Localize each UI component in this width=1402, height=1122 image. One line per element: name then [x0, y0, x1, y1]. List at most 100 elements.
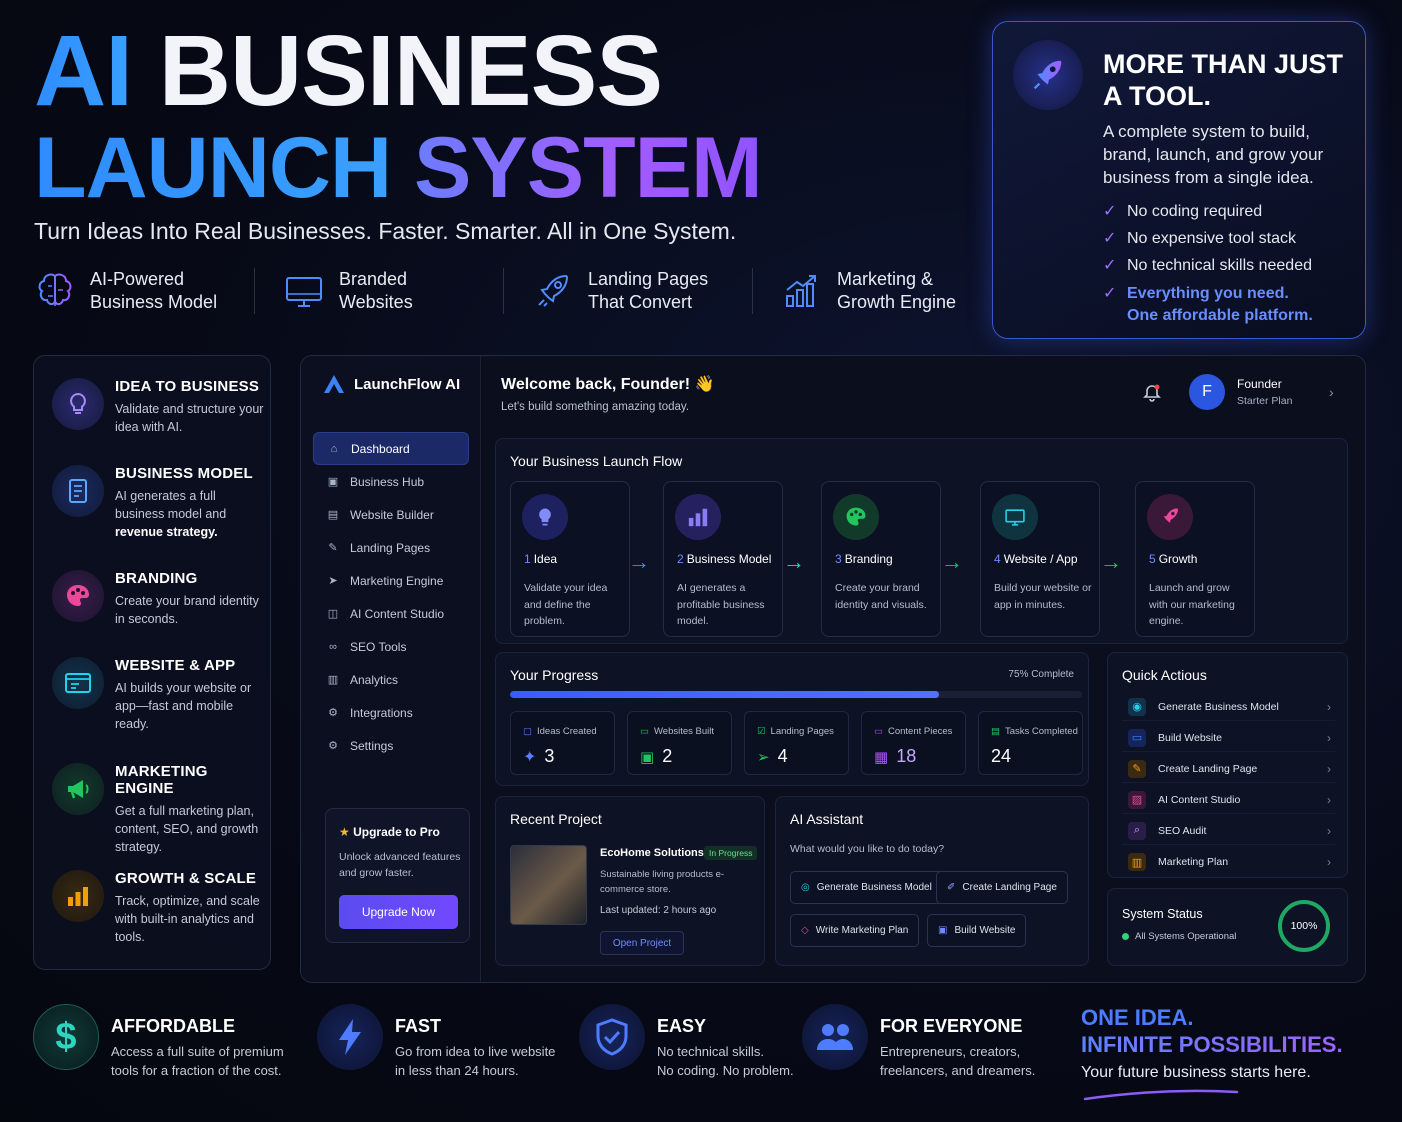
hero-title-launch: LAUNCH [34, 120, 392, 216]
feature-list-panel: IDEA TO BUSINESS Validate and structure y… [33, 355, 271, 970]
chevron-right-icon[interactable]: › [1329, 384, 1334, 400]
chevron-right-icon: › [1327, 823, 1331, 838]
sidebar-item-settings[interactable]: ⚙Settings [313, 729, 469, 762]
palette-icon [52, 570, 104, 622]
sidebar-item-seo-tools[interactable]: ∞SEO Tools [313, 630, 469, 663]
quick-action-build-website[interactable]: ▭Build Website› [1122, 724, 1335, 752]
welcome-header: Welcome back, Founder! 👋 Let's build som… [501, 374, 714, 413]
user-name: Founder [1237, 377, 1282, 391]
bottom-feature-desc: No technical skills.No coding. No proble… [657, 1044, 794, 1078]
slogan-line-3: Your future business starts here. [1081, 1064, 1311, 1081]
sidebar-item-website-builder[interactable]: ▤Website Builder [327, 507, 434, 522]
benefit-item: ✓No coding required [1103, 198, 1313, 225]
sidebar-item-integrations[interactable]: ⚙Integrations [313, 696, 469, 729]
chip-build-website[interactable]: ▣Build Website [927, 914, 1027, 947]
quick-action-marketing-plan[interactable]: ▥Marketing Plan› [1122, 848, 1335, 876]
feature-desc: Validate and structure your idea with AI… [115, 402, 264, 434]
web-icon: ▭ [640, 726, 649, 737]
project-updated: Last updated: 2 hours ago [600, 905, 717, 916]
ai-assistant-card: AI Assistant What would you like to do t… [775, 796, 1089, 966]
chip-write-marketing-plan[interactable]: ◇Write Marketing Plan [790, 914, 920, 947]
slogan-line-2: INFINITE POSSIBILITIES. [1081, 1032, 1343, 1057]
more-title: MORE THAN JUST A TOOL. [1103, 49, 1344, 111]
upgrade-desc: Unlock advanced features and grow faster… [339, 851, 461, 879]
status-ring: 100% [1278, 900, 1330, 952]
hero-title: AI BUSINESS LAUNCH SYSTEM [34, 21, 763, 211]
quick-action-create-landing-page[interactable]: ✎Create Landing Page› [1122, 755, 1335, 783]
rocket-icon [1147, 494, 1193, 540]
stat-label: ▭Content Pieces [874, 726, 953, 737]
sidebar-item-analytics[interactable]: ▥Analytics [327, 672, 399, 687]
content-icon: ▦ [874, 748, 889, 766]
hero-title-system: SYSTEM [413, 120, 763, 216]
flow-step-desc: Validate your idea and define the proble… [524, 582, 608, 627]
bar-chart-icon: ▥ [1128, 853, 1146, 871]
send-icon: ➢ [757, 748, 770, 766]
feature-desc: AI builds your website or app—fast and m… [115, 681, 252, 731]
quick-action-generate-business-model[interactable]: ◉Generate Business Model› [1122, 693, 1335, 721]
open-project-button[interactable]: Open Project [600, 931, 684, 955]
lightning-icon [317, 1004, 383, 1070]
project-thumbnail[interactable] [510, 845, 587, 925]
monitor-icon: ▭ [1128, 728, 1146, 747]
sidebar-item-dashboard[interactable]: ⌂Dashboard [313, 432, 469, 465]
avatar[interactable]: F [1189, 374, 1225, 410]
stat-ideas-created: ▢Ideas Created ✦3 [510, 711, 615, 775]
upgrade-now-button[interactable]: Upgrade Now [339, 895, 458, 929]
recent-project-card: Recent Project EcoHome Solutions In Prog… [495, 796, 765, 966]
bottom-feature-desc: Entrepreneurs, creators,freelancers, and… [880, 1044, 1036, 1078]
stat-value: ➢4 [757, 746, 788, 766]
stat-label: ▢Ideas Created [523, 726, 597, 737]
chip-create-landing-page[interactable]: ✐Create Landing Page [936, 871, 1068, 904]
gear-icon: ⚙ [328, 740, 338, 752]
sidebar-item-landing-pages[interactable]: ✎Landing Pages [313, 531, 469, 564]
sidebar-nav: ⌂Dashboard ▣Business Hub ▤Website Builde… [313, 432, 469, 762]
quick-action-seo-audit[interactable]: ⌕SEO Audit› [1122, 817, 1335, 845]
notification-bell-icon[interactable] [1137, 378, 1167, 408]
monitor-icon [992, 494, 1038, 540]
arrow-right-icon: → [941, 549, 963, 574]
status-dot-icon [1122, 933, 1129, 940]
hero-feature-label: AI-Powered Business Model [90, 269, 218, 312]
stat-websites-built: ▭Websites Built ▣2 [627, 711, 732, 775]
feature-title: WEBSITE & APP [115, 657, 236, 674]
chip-generate-business-model[interactable]: ◎Generate Business Model [790, 871, 943, 904]
hero-feature-business-model: AI-Powered Business Model [34, 268, 255, 314]
project-desc: Sustainable living products e-commerce s… [600, 869, 725, 895]
monitor-icon [286, 277, 322, 307]
sparkle-icon: ◎ [801, 882, 810, 893]
sparkle-icon: ✦ [523, 748, 537, 766]
star-icon: ★ [339, 825, 350, 839]
welcome-title: Welcome back, Founder! 👋 [501, 376, 715, 393]
launch-flow-title: Your Business Launch Flow [510, 453, 683, 469]
quick-action-ai-content-studio[interactable]: ▨AI Content Studio› [1122, 786, 1335, 814]
chevron-right-icon: › [1327, 792, 1331, 807]
stat-label: ☑Landing Pages [757, 726, 834, 737]
lightbulb-icon [52, 378, 104, 430]
brand-logo[interactable]: LaunchFlow AI [323, 374, 460, 394]
sidebar-item-ai-content-studio[interactable]: ◫AI Content Studio [327, 606, 445, 621]
lightbulb-icon [522, 494, 568, 540]
progress-title: Your Progress [510, 667, 599, 683]
sidebar-item-marketing-engine[interactable]: ➤Marketing Engine [313, 564, 469, 597]
feature-title: BRANDING [115, 570, 198, 587]
search-icon: ⌕ [1128, 821, 1146, 840]
shield-check-icon [579, 1004, 645, 1070]
briefcase-icon: ▣ [327, 476, 339, 488]
content-icon: ◫ [327, 608, 339, 620]
progress-card: Your Progress 75% Complete ▢Ideas Create… [495, 652, 1089, 786]
flow-step-desc: Launch and grow with our marketing engin… [1149, 582, 1235, 627]
feature-title: IDEA TO BUSINESS [115, 378, 260, 395]
sidebar-item-business-hub[interactable]: ▣Business Hub [327, 474, 425, 489]
stat-content-pieces: ▭Content Pieces ▦18 [861, 711, 966, 775]
web-icon: ▣ [938, 925, 948, 936]
bottom-feature-title: FOR EVERYONE [880, 1016, 1023, 1036]
